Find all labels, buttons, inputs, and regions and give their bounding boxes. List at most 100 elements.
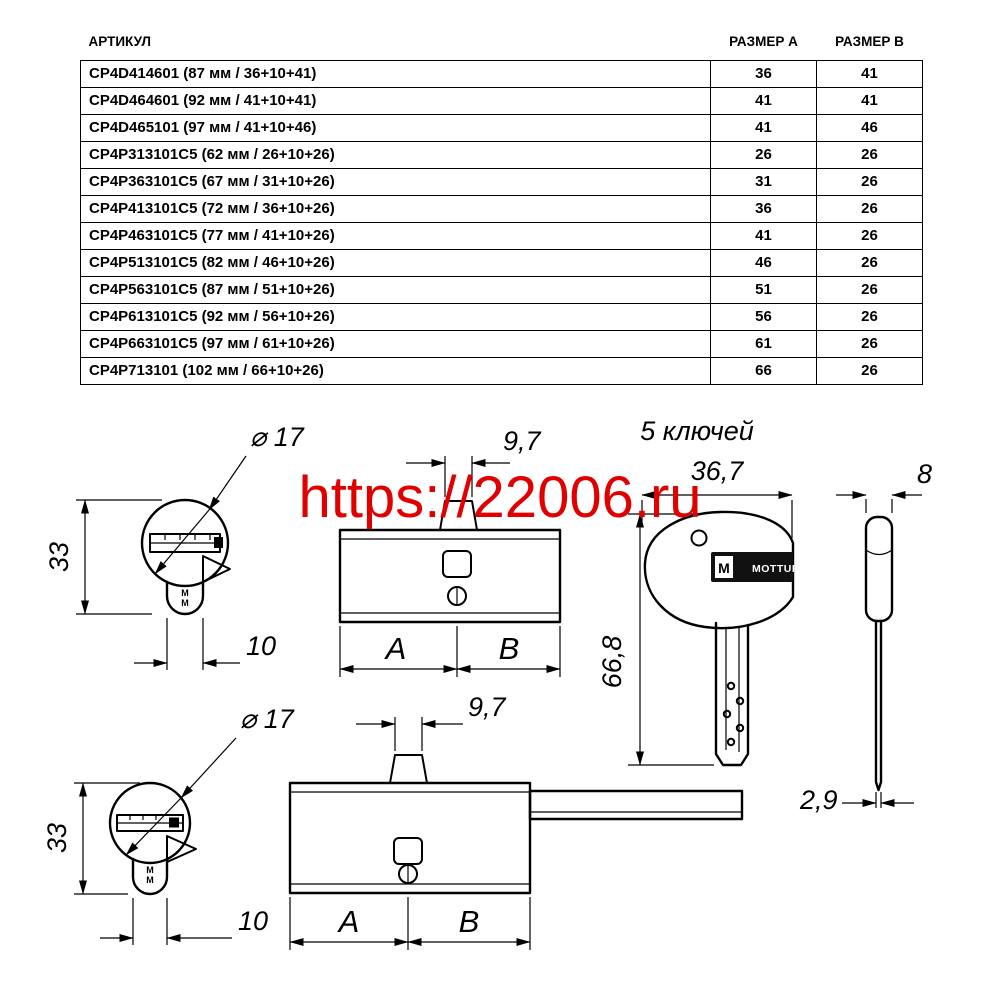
size-a-cell: 56	[710, 303, 817, 331]
key-hole	[690, 529, 708, 547]
size-b-cell: 41	[816, 87, 923, 115]
brand-badge: M MOTTURA	[711, 552, 808, 582]
size-b-cell: 26	[816, 168, 923, 196]
dim-key-width-label: 36,7	[691, 456, 745, 486]
cam-flag	[202, 555, 231, 583]
cam	[389, 754, 428, 784]
cam-flag	[166, 835, 197, 863]
article-cell: CP4D464601 (92 мм / 41+10+41)	[80, 87, 711, 115]
cylinder-stem	[131, 857, 169, 896]
article-cell: CP4D465101 (97 мм / 41+10+46)	[80, 114, 711, 142]
dim-a-label: A	[337, 904, 360, 939]
col-size-b-header: РАЗМЕР B	[835, 34, 904, 49]
brand-mark: M	[181, 588, 189, 598]
technical-drawing: M M ⌀ 17 33 10	[42, 416, 932, 950]
dim-b-label: B	[499, 631, 520, 666]
col-article-header: АРТИКУЛ	[88, 34, 151, 49]
dim-height-label: 33	[42, 823, 72, 853]
dim-key-length: 66,8	[597, 513, 714, 766]
size-b-cell: 41	[816, 60, 923, 88]
dim-diameter-top: ⌀ 17	[154, 422, 305, 575]
article-cell: CP4P313101C5 (62 мм / 26+10+26)	[80, 141, 711, 169]
dim-key-length-label: 66,8	[597, 636, 627, 689]
brand-mark: M	[718, 560, 730, 576]
brand-label: MOTTURA	[752, 563, 808, 575]
size-b-cell: 26	[816, 222, 923, 250]
watermark-text: https://22006.ru	[298, 465, 702, 530]
key-blade	[714, 621, 750, 767]
dim-diameter-bottom: ⌀ 17	[125, 704, 295, 856]
size-b-cell: 26	[816, 330, 923, 358]
dim-cam-bottom: 9,7	[356, 692, 507, 751]
article-cell: CP4P363101C5 (67 мм / 31+10+26)	[80, 168, 711, 196]
keyway	[149, 533, 223, 553]
cylinder-body	[288, 781, 532, 895]
article-cell: CP4P663101C5 (97 мм / 61+10+26)	[80, 330, 711, 358]
size-b-cell: 26	[816, 195, 923, 223]
dim-diameter-label: ⌀ 17	[250, 422, 305, 452]
key-side-view: 8 2,9	[799, 459, 932, 815]
face-view-top: M M ⌀ 17 33 10	[44, 422, 305, 670]
dim-b-label: B	[459, 904, 480, 939]
size-b-cell: 46	[816, 114, 923, 142]
article-cell: CP4P463101C5 (77 мм / 41+10+26)	[80, 222, 711, 250]
face-view-bottom: M M ⌀ 17 33 10	[42, 704, 295, 945]
tailpiece-rod	[528, 789, 744, 821]
size-b-cell: 26	[816, 141, 923, 169]
key-head-side	[864, 515, 894, 623]
size-b-cell: 26	[816, 303, 923, 331]
size-b-cell: 26	[816, 249, 923, 277]
dim-cam-label: 9,7	[468, 692, 507, 722]
dim-ab-bottom: A B	[289, 897, 531, 950]
keys-count-note: 5 ключей	[640, 416, 754, 446]
key-blade-side	[874, 619, 883, 792]
dim-height-label: 33	[44, 542, 74, 572]
article-cell: CP4P713101 (102 мм / 66+10+26)	[80, 357, 711, 385]
dim-blade-thickness: 2,9	[799, 785, 914, 815]
size-a-cell: 26	[710, 141, 817, 169]
dim-diameter-label: ⌀ 17	[240, 704, 295, 734]
cylinder-face-circle	[140, 498, 230, 588]
size-a-cell: 61	[710, 330, 817, 358]
size-a-cell: 51	[710, 276, 817, 304]
brand-mark: M	[146, 875, 154, 885]
size-a-cell: 41	[710, 222, 817, 250]
size-a-cell: 46	[710, 249, 817, 277]
cylinder-body	[338, 528, 562, 624]
dim-key-width: 36,7	[641, 456, 793, 538]
article-cell: CP4P513101C5 (82 мм / 46+10+26)	[80, 249, 711, 277]
size-b-cell: 26	[816, 357, 923, 385]
dim-width-bottom: 10	[100, 898, 268, 945]
size-a-cell: 36	[710, 195, 817, 223]
key-front-view: 5 ключей 36,7 M MOTTURA	[597, 416, 808, 767]
dim-cam-top: 9,7	[406, 426, 542, 497]
dim-width-top: 10	[134, 618, 276, 670]
size-b-cell: 26	[816, 276, 923, 304]
size-a-cell: 66	[710, 357, 817, 385]
dim-width-label: 10	[238, 906, 268, 936]
article-cell: CP4P613101C5 (92 мм / 56+10+26)	[80, 303, 711, 331]
keyway	[116, 814, 184, 832]
dim-blade-thickness-label: 2,9	[799, 785, 838, 815]
dim-height-top: 33	[44, 499, 162, 615]
spec-table: АРТИКУЛ РАЗМЕР A РАЗМЕР B CP4D414601 (87…	[80, 30, 923, 385]
dim-ab-top: A B	[339, 626, 561, 677]
cam	[439, 500, 478, 531]
cylinder-rod-view: 9,7 A B	[288, 692, 744, 950]
article-cell: CP4D414601 (87 мм / 36+10+41)	[80, 60, 711, 88]
size-a-cell: 41	[710, 114, 817, 142]
dim-height-bottom: 33	[42, 782, 140, 895]
